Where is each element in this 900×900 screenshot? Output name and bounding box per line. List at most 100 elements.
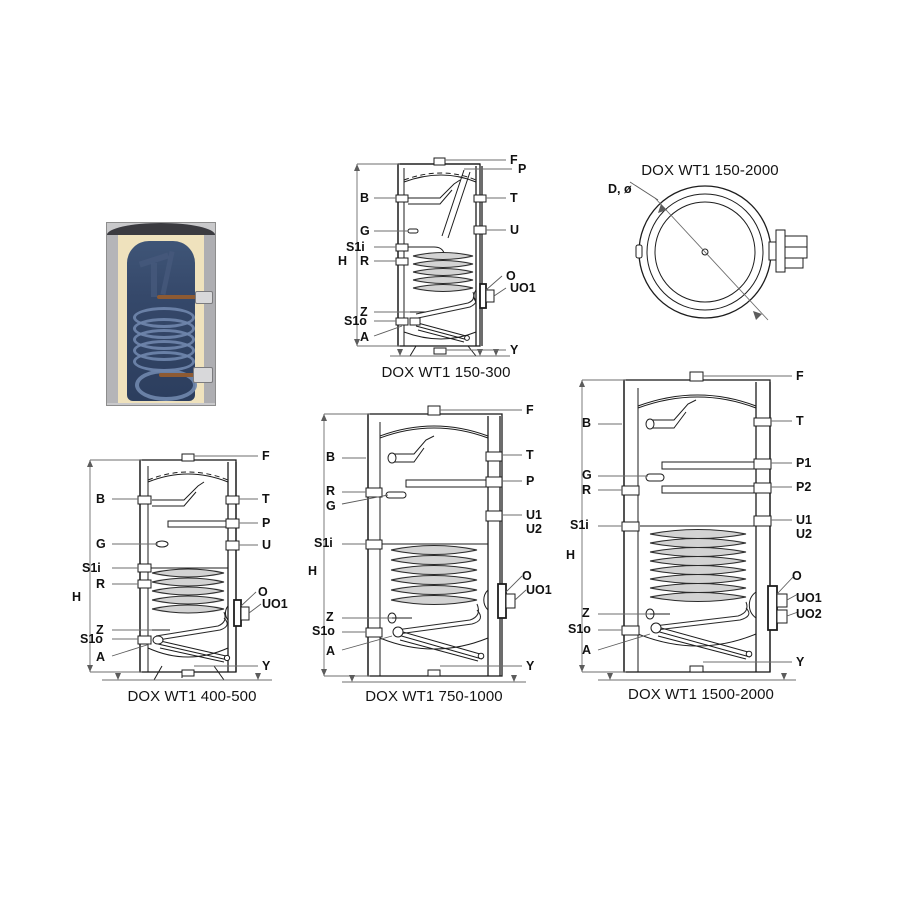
d1-port-G — [407, 228, 419, 234]
d1-port-UO1 — [485, 289, 495, 303]
d2-nozzle-mid — [784, 246, 808, 259]
d1-label-S1o: S1o — [344, 314, 367, 328]
diagram-dox-wt1-150-2000-top: DOX WT1 150-2000 D, ø — [600, 160, 830, 345]
d4-flange-O — [497, 583, 507, 619]
d5-label-P1: P1 — [796, 456, 812, 470]
d5-coupling-S1i — [621, 521, 640, 532]
d3-label-O: O — [258, 585, 268, 599]
d3-label-F: F — [262, 449, 270, 463]
d5-coupling-R — [621, 485, 640, 496]
d1-label-R: R — [360, 254, 370, 268]
d4-heat-exchanger-coil — [390, 544, 482, 635]
d4-probe-P — [405, 479, 491, 488]
photo-top-cover — [107, 223, 215, 235]
d4-label-O: O — [522, 569, 532, 583]
d5-port-A — [650, 622, 662, 634]
d2-inner-circle — [654, 201, 756, 303]
d3-coupling-B — [137, 495, 152, 505]
d5-label-O: O — [792, 569, 802, 583]
d4-coupling-S1o — [365, 627, 383, 638]
photo-flange-upper — [195, 291, 213, 304]
d4-port-B — [387, 452, 397, 464]
d3-label-U: U — [262, 538, 272, 552]
photo-flange-lower — [193, 367, 213, 383]
d5-label-F: F — [796, 369, 804, 383]
photo-shell-left — [107, 233, 118, 403]
d1-label-UO1: UO1 — [510, 281, 536, 295]
d1-coupling-T — [473, 194, 487, 203]
d5-coupling-U1 — [753, 515, 772, 527]
d1-heat-exchanger-coil — [412, 251, 477, 319]
d4-label-S1i: S1i — [314, 536, 333, 550]
d4-label-Y: Y — [526, 659, 535, 673]
d1-top-dashed — [403, 172, 477, 181]
d2-diameter-line — [654, 197, 769, 321]
d4-label-U1: U1 — [526, 508, 542, 522]
d5-electric-heater — [653, 625, 753, 660]
d5-pipe-B — [650, 399, 697, 421]
d3-flange-O — [233, 599, 242, 627]
d2-flange-plate — [775, 229, 786, 273]
d5-label-A: A — [582, 643, 592, 657]
d5-caption: DOX WT1 1500-2000 — [628, 686, 774, 703]
d1-caption: DOX WT1 150-300 — [381, 364, 511, 381]
d4-label-H: H — [308, 564, 318, 578]
d5-label-S1i: S1i — [570, 518, 589, 532]
d2-diameter-leader — [629, 181, 659, 201]
d4-port-UO1 — [505, 593, 516, 609]
d3-port-A — [152, 635, 164, 645]
d2-nozzle-upper — [784, 235, 808, 248]
d5-port-G — [645, 473, 665, 482]
d4-label-T: T — [526, 448, 534, 462]
d4-label-P: P — [526, 474, 535, 488]
d1-coupling-R — [395, 257, 409, 266]
d5-label-R: R — [582, 483, 592, 497]
d2-nozzle-lower — [784, 257, 804, 269]
d3-heat-exchanger-coil — [151, 568, 228, 641]
d3-drawing — [87, 453, 272, 681]
d3-electric-heater — [155, 639, 231, 663]
d1-electric-heater — [413, 321, 470, 343]
d4-port-A — [392, 626, 404, 638]
d3-label-A: A — [96, 650, 106, 664]
product-cutaway-photo — [106, 222, 216, 406]
d3-probe-P — [167, 520, 231, 528]
d1-label-B: B — [360, 191, 370, 205]
photo-coil-lower — [135, 369, 197, 401]
diagram-dox-wt1-400-500: H B G S1i R Z S1o A F T P U O UO1 Y DOX … — [62, 440, 292, 705]
d5-label-U1: U1 — [796, 513, 812, 527]
d3-label-S1i: S1i — [82, 561, 101, 575]
d5-label-U2: U2 — [796, 527, 812, 541]
d5-probe-P1 — [661, 461, 759, 470]
d5-port-B — [645, 418, 655, 430]
d2-port-right — [768, 241, 777, 261]
d4-coupling-U1 — [485, 510, 503, 522]
photo-heater-rod-upper — [157, 295, 197, 299]
d1-probe-P — [441, 169, 465, 237]
d1-coupling-U — [473, 225, 487, 235]
d1-label-H: H — [338, 254, 348, 268]
d3-label-Z: Z — [96, 623, 104, 637]
d3-coupling-U — [225, 540, 240, 551]
d3-label-B: B — [96, 492, 106, 506]
d4-tank — [379, 427, 489, 650]
d4-drawing — [321, 405, 527, 683]
d5-port-Y — [689, 665, 704, 673]
d2-label-diameter: D, ø — [608, 182, 632, 196]
d2-port-left — [635, 244, 643, 259]
d3-port-F — [181, 453, 195, 462]
d5-port-UO2 — [776, 609, 788, 624]
d4-coupling-T — [485, 451, 503, 462]
d1-flange-O — [479, 283, 487, 309]
d1-coupling-S1o — [395, 317, 409, 326]
d5-label-Z: Z — [582, 606, 590, 620]
d1-label-P: P — [518, 162, 527, 176]
d1-label-O: O — [506, 269, 516, 283]
d5-probe-P2 — [661, 485, 759, 494]
d1-label-T: T — [510, 191, 518, 205]
d3-label-T: T — [262, 492, 270, 506]
d1-label-Z: Z — [360, 305, 368, 319]
d4-port-F — [427, 405, 441, 416]
d5-label-H: H — [566, 548, 576, 562]
d4-coupling-S1i — [365, 539, 383, 550]
